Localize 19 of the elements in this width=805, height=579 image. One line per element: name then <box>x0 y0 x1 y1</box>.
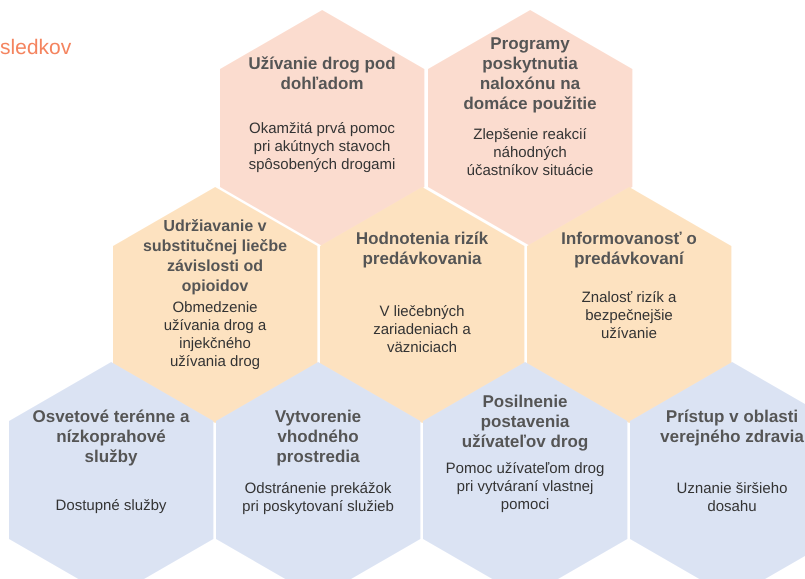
tile-description: Pomoc užívateľom drog pri vytváraní vlastnej pomoci <box>444 460 605 514</box>
tile-heading: Udržiavanie v substitučnej liečbe závislosti od opioidov <box>142 217 288 297</box>
tile-heading: Hodnotenia rizík predávkovania <box>354 229 490 269</box>
tile-description: Uznanie širšieho dosahu <box>676 480 788 516</box>
tile-description: Dostupné služby <box>54 497 168 515</box>
tile-heading: Posilnenie postavenia užívateľov drog <box>460 392 590 452</box>
tile-heading: Užívanie drog pod dohľadom <box>247 54 397 94</box>
tile-description: Zlepšenie reakcií náhodných účastníkov situácie <box>466 126 594 180</box>
tile-description: Obmedzenie užívania drog a injekčného užívania drog <box>162 299 268 371</box>
tile-description: Odstránenie prekážok pri poskytovaní služieb <box>241 480 395 516</box>
tile-heading: Programy poskytnutia naloxónu na domáce použitie <box>462 34 598 114</box>
tile-heading: Prístup v oblasti verejného zdravia <box>659 407 805 447</box>
tile-description: Znalosť rizík a bezpečnejšie užívanie <box>580 289 678 343</box>
tile-description: Okamžitá prvá pomoc pri akútnych stavoch spôsobených drogami <box>248 120 396 174</box>
tile-heading: Vytvorenie vhodného prostredia <box>274 407 362 467</box>
section-title-fragment: sledkov <box>0 36 72 60</box>
tile-heading: Informovanosť o predávkovaní <box>560 229 698 269</box>
tile-description: V liečebných zariadeniach a väzniciach <box>372 303 472 357</box>
tile-heading: Osvetové terénne a nízkoprahové služby <box>32 407 190 467</box>
